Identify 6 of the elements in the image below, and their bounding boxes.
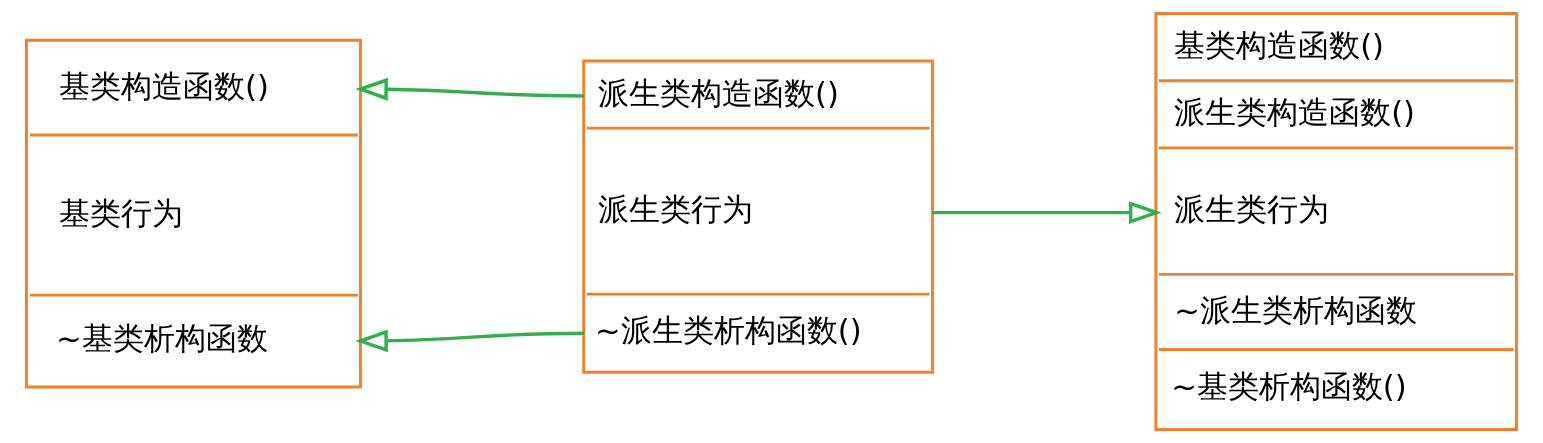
arrow [932, 201, 1162, 225]
arrow [355, 77, 585, 101]
node-box: 基类构造函数() 基类行为 ~基类析构函数 [24, 38, 362, 389]
node-box: 基类构造函数() 派生类构造函数() 派生类行为 ~派生类析构函数 ~基类析构函数() [1154, 12, 1519, 431]
arrow [355, 329, 585, 353]
node-box: 派生类构造函数() 派生类行为 ~派生类析构函数() [582, 59, 935, 374]
